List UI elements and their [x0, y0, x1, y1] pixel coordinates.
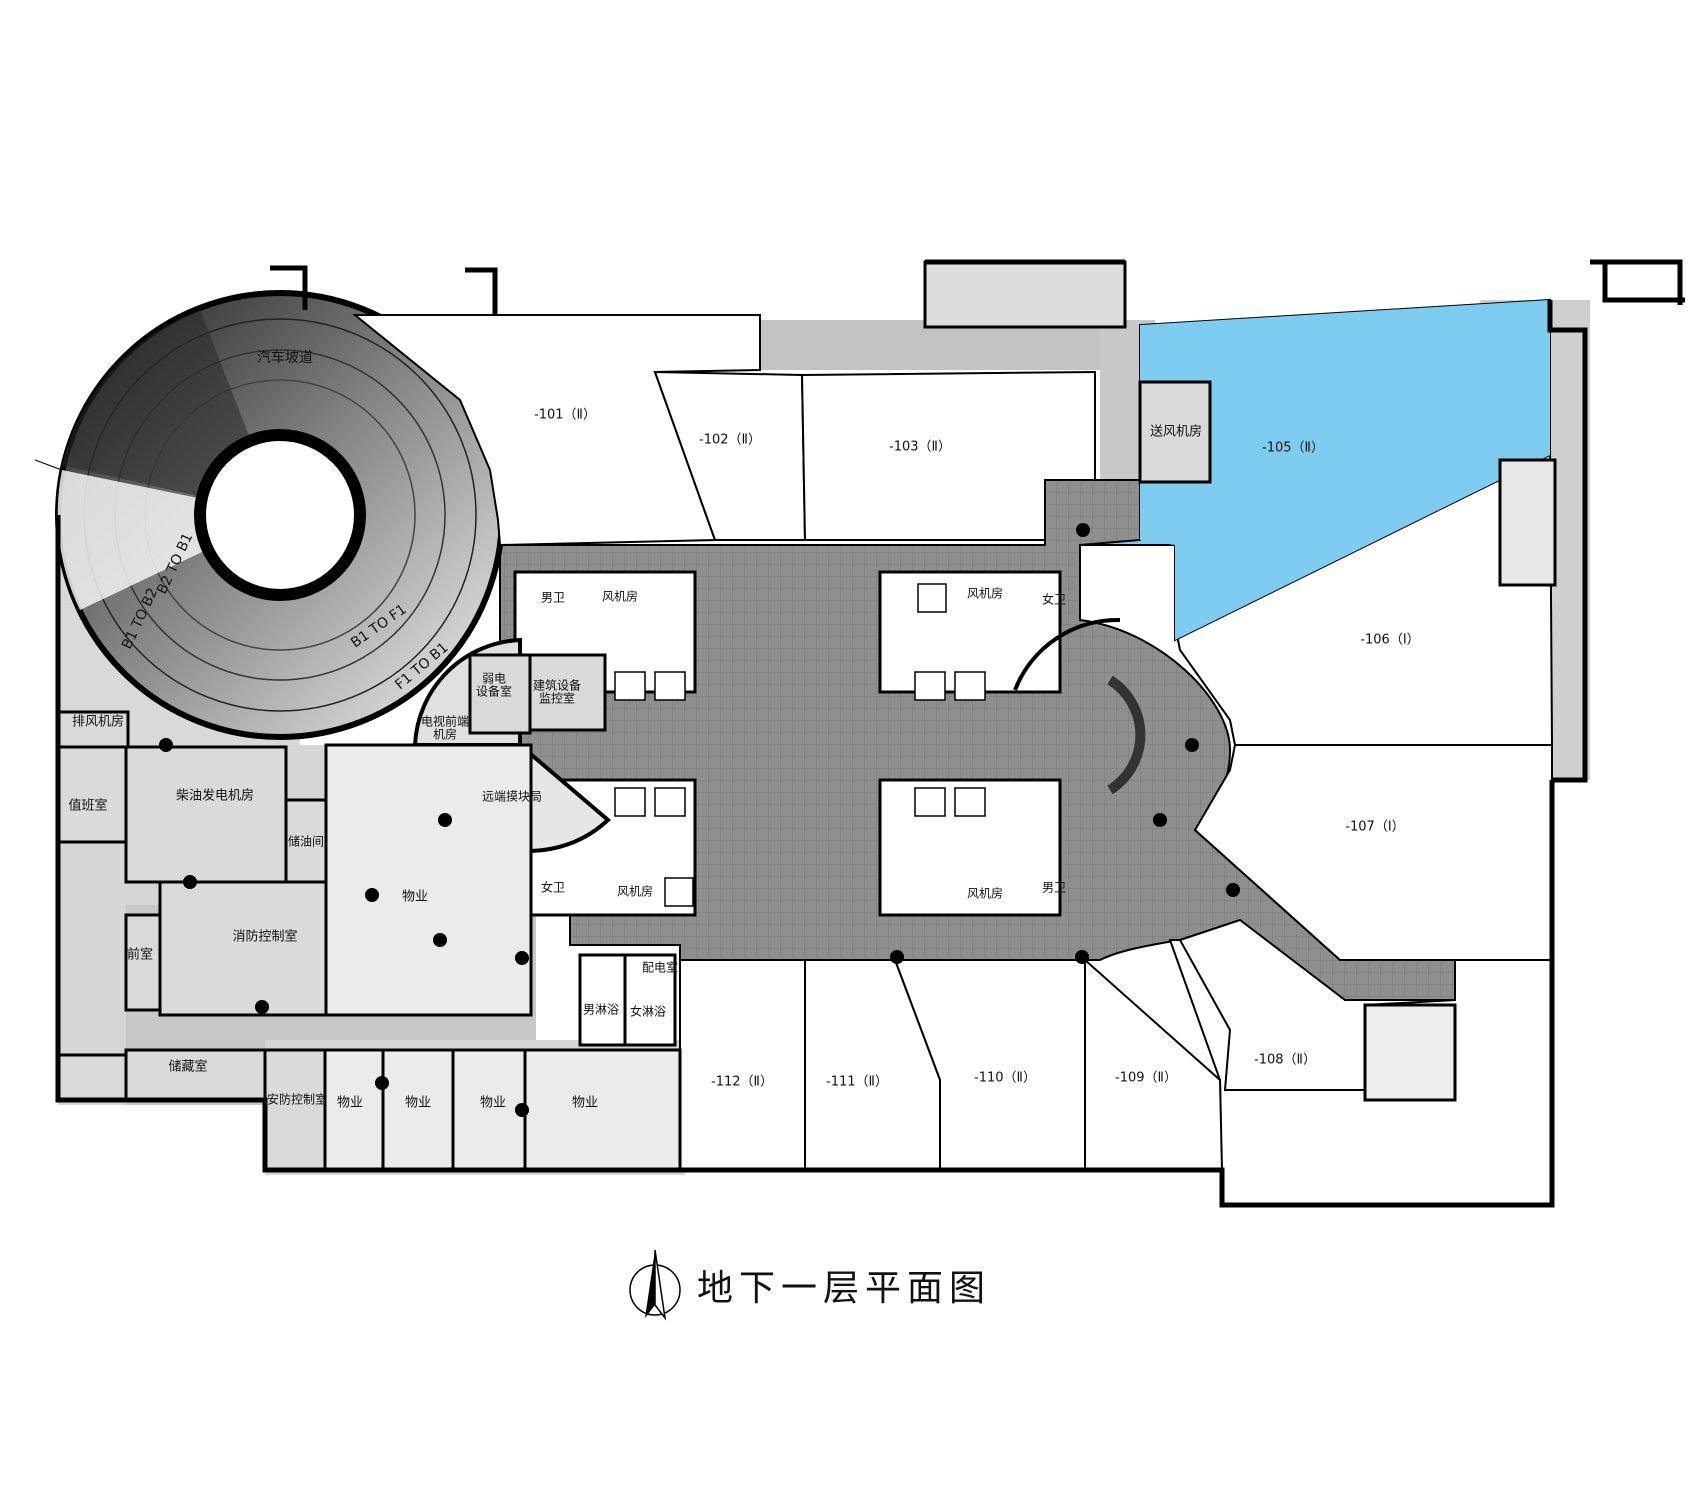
unit-105-label: -105（Ⅱ） — [1262, 441, 1324, 456]
unit-106-label: -106（Ⅰ） — [1360, 633, 1419, 648]
unit-111-label: -111（Ⅱ） — [826, 1075, 888, 1090]
room-power-dist: 配电室 — [642, 960, 678, 975]
room-fan-1: 风机房 — [602, 589, 638, 604]
columns — [159, 523, 1240, 1117]
north-arrow-icon — [629, 1249, 681, 1321]
room-fan-2: 风机房 — [967, 586, 1003, 601]
unit-109-label: -109（Ⅱ） — [1115, 1071, 1177, 1086]
unit-112-label: -112（Ⅱ） — [711, 1075, 773, 1090]
room-men-shower: 男淋浴 — [583, 1003, 619, 1017]
room-diesel: 柴油发电机房 — [176, 788, 254, 804]
room-exhaust-fan: 排风机房 — [72, 714, 124, 730]
unit-107-label: -107（Ⅰ） — [1345, 820, 1404, 835]
ramp-name: 汽车坡道 — [257, 349, 313, 366]
room-men-wc-1: 男卫 — [541, 591, 565, 605]
room-tv-headend: 电视前端机房 — [421, 713, 469, 741]
room-anteroom: 前室 — [127, 947, 153, 963]
unit-labels: -101（Ⅱ） -102（Ⅱ） -103（Ⅱ） -105（Ⅱ） -106（Ⅰ） … — [534, 408, 1420, 1090]
unit-103-label: -103（Ⅱ） — [889, 440, 951, 455]
unit-110-label: -110（Ⅱ） — [974, 1071, 1036, 1086]
outer-walls — [55, 259, 1685, 1208]
room-women-wc-1: 女卫 — [1042, 592, 1066, 607]
room-property-1: 物业 — [337, 1096, 363, 1111]
unit-108-label: -108（Ⅱ） — [1254, 1053, 1316, 1068]
room-fan-4: 风机房 — [967, 886, 1003, 901]
room-oil: 储油间 — [288, 834, 324, 849]
room-women-wc-2: 女卫 — [541, 880, 565, 895]
room-supply-fan: 送风机房 — [1150, 424, 1202, 440]
room-duty: 值班室 — [68, 798, 107, 814]
room-labels: 送风机房 排风机房 值班室 柴油发电机房 储油间 物业 消防控制室 前室 储藏室… — [68, 424, 1202, 1111]
room-property-2: 物业 — [405, 1096, 431, 1111]
room-property-4: 物业 — [572, 1096, 598, 1111]
room-remote-module: 远端摸块局 — [482, 790, 542, 804]
room-fire-control: 消防控制室 — [232, 929, 297, 945]
room-property-3: 物业 — [480, 1096, 506, 1111]
lift-boxes — [614, 583, 986, 907]
room-storage: 储藏室 — [168, 1059, 207, 1075]
room-weak-elec: 弱电设备室 — [476, 671, 512, 698]
room-bldg-monitor: 建筑设备监控室 — [533, 677, 581, 705]
room-security: 安防控制室 — [267, 1092, 327, 1107]
room-property-main: 物业 — [402, 890, 428, 905]
room-women-shower: 女淋浴 — [630, 1004, 666, 1019]
room-fan-3: 风机房 — [617, 884, 653, 899]
unit-102-label: -102（Ⅱ） — [699, 433, 761, 448]
left-rooms — [56, 260, 1557, 1172]
unit-101-label: -101（Ⅱ） — [534, 408, 596, 423]
room-men-wc-2: 男卫 — [1042, 881, 1066, 895]
plan-title: 地下一层平面图 — [697, 1268, 991, 1309]
